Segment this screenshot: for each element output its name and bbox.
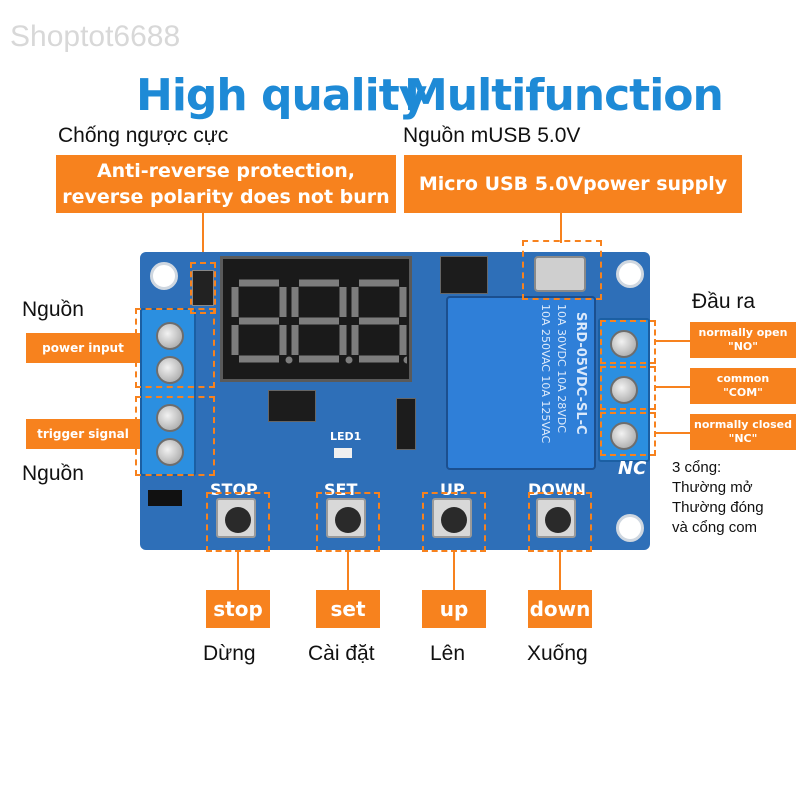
highlight-trigger-terminals — [135, 396, 215, 476]
button-label-up: up — [422, 590, 486, 628]
ports-note-line4: và cổng com — [672, 519, 758, 536]
label-nc-line2: "NC" — [728, 432, 758, 445]
label-normally-closed: normally closed "NC" — [690, 414, 796, 450]
button-caption-down-vn: Xuống — [527, 642, 588, 665]
button-cap-icon — [545, 507, 571, 533]
button-cap-icon — [225, 507, 251, 533]
input-terminal-block — [140, 308, 196, 476]
button-label-set: set — [316, 590, 380, 628]
pointer-line-up — [453, 552, 455, 590]
label-no-line2: "NO" — [727, 340, 759, 353]
shop-watermark: Shoptot6688 — [10, 20, 181, 53]
silk-led-label: LED1 — [330, 430, 362, 443]
silk-stop-label: STOP — [210, 480, 258, 499]
button-label-stop: stop — [206, 590, 270, 628]
screw-terminal-icon — [156, 322, 184, 350]
display-digits-icon — [231, 279, 407, 364]
headline-high-quality: High quality — [136, 70, 427, 121]
ports-note-line2: Thường mở — [672, 479, 753, 496]
relay-component: 10A 250VAC 10A 125VAC 10A 30VDC 10A 28VD… — [446, 296, 596, 470]
relay-rating-line2: 10A 30VDC 10A 28VDC — [555, 304, 568, 433]
stop-push-button[interactable] — [216, 498, 256, 538]
label-no-line1: normally open — [698, 326, 788, 339]
feature-box-micro-usb: Micro USB 5.0Vpower supply — [404, 155, 742, 213]
caption-trigger-vn: Nguồn — [22, 462, 84, 485]
screw-terminal-icon — [610, 422, 638, 450]
mounting-hole-icon — [616, 514, 644, 542]
up-push-button[interactable] — [432, 498, 472, 538]
label-nc-line1: normally closed — [694, 418, 792, 431]
pointer-line-set — [347, 552, 349, 590]
screw-terminal-icon — [156, 438, 184, 466]
highlight-no-terminal — [600, 320, 656, 364]
highlight-down-button — [528, 492, 592, 552]
label-com-line1: common — [716, 372, 770, 385]
pointer-line-usb — [560, 213, 562, 243]
silk-up-label: UP — [440, 480, 465, 499]
silk-nc-label: NC — [618, 458, 647, 479]
button-cap-icon — [335, 507, 361, 533]
voltage-regulator-chip — [440, 256, 488, 294]
mounting-hole-icon — [616, 260, 644, 288]
silk-set-label: SET — [324, 480, 358, 499]
screw-terminal-icon — [610, 376, 638, 404]
highlight-power-terminals — [135, 308, 215, 388]
feature-text-line2: reverse polarity does not burn — [62, 186, 390, 208]
screw-terminal-icon — [156, 404, 184, 432]
highlight-usb-port — [522, 240, 602, 300]
button-caption-set-vn: Cài đặt — [308, 642, 375, 665]
status-led — [334, 448, 352, 458]
highlight-set-button — [316, 492, 380, 552]
protection-diode-chip — [192, 270, 214, 306]
headline-multifunction: Multifunction — [404, 70, 724, 121]
caption-power-vn: Nguồn — [22, 298, 84, 321]
relay-model: SRD-05VDC-SL-C — [573, 312, 588, 435]
button-caption-stop-vn: Dừng — [203, 642, 256, 665]
feature-box-anti-reverse: Anti-reverse protection, reverse polarit… — [56, 155, 396, 213]
mounting-hole-icon — [150, 262, 178, 290]
header-pins — [148, 490, 182, 506]
highlight-up-button — [422, 492, 486, 552]
ports-note-line1: 3 cổng: — [672, 459, 722, 476]
button-cap-icon — [441, 507, 467, 533]
caption-output-vn: Đầu ra — [692, 290, 756, 313]
relay-module-board: LED1 10A 250VAC 10A 125VAC 10A 30VDC 10A… — [140, 252, 650, 550]
ports-note: 3 cổng: Thường mở Thường đóng và cổng co… — [672, 458, 764, 538]
pointer-line-reverse — [202, 213, 204, 263]
button-label-down: down — [528, 590, 592, 628]
output-terminal-block — [598, 318, 650, 462]
ports-note-line3: Thường đóng — [672, 499, 764, 516]
set-push-button[interactable] — [326, 498, 366, 538]
relay-rating-line1: 10A 250VAC 10A 125VAC — [539, 304, 552, 444]
highlight-stop-button — [206, 492, 270, 552]
label-trigger-signal: trigger signal — [26, 419, 140, 449]
screw-terminal-icon — [610, 330, 638, 358]
label-power-input: power input — [26, 333, 140, 363]
highlight-reverse-diode — [190, 262, 216, 314]
pointer-line-down — [559, 552, 561, 590]
pointer-line-no — [656, 340, 690, 342]
diode-component — [396, 398, 416, 450]
seven-segment-display — [220, 256, 412, 382]
caption-reverse-protection: Chống ngược cực — [58, 124, 229, 147]
feature-text-line1: Anti-reverse protection, — [96, 160, 356, 182]
caption-usb-power: Nguồn mUSB 5.0V — [403, 124, 581, 147]
label-normally-open: normally open "NO" — [690, 322, 796, 358]
silk-down-label: DOWN — [528, 480, 586, 499]
optocoupler-chip — [268, 390, 316, 422]
highlight-com-terminal — [600, 366, 656, 410]
button-caption-up-vn: Lên — [430, 642, 466, 665]
screw-terminal-icon — [156, 356, 184, 384]
highlight-nc-terminal — [600, 412, 656, 456]
pointer-line-com — [656, 386, 690, 388]
pointer-line-stop — [237, 552, 239, 590]
label-com-line2: "COM" — [723, 386, 763, 399]
pointer-line-nc — [656, 432, 690, 434]
down-push-button[interactable] — [536, 498, 576, 538]
label-common: common "COM" — [690, 368, 796, 404]
micro-usb-port — [534, 256, 586, 292]
